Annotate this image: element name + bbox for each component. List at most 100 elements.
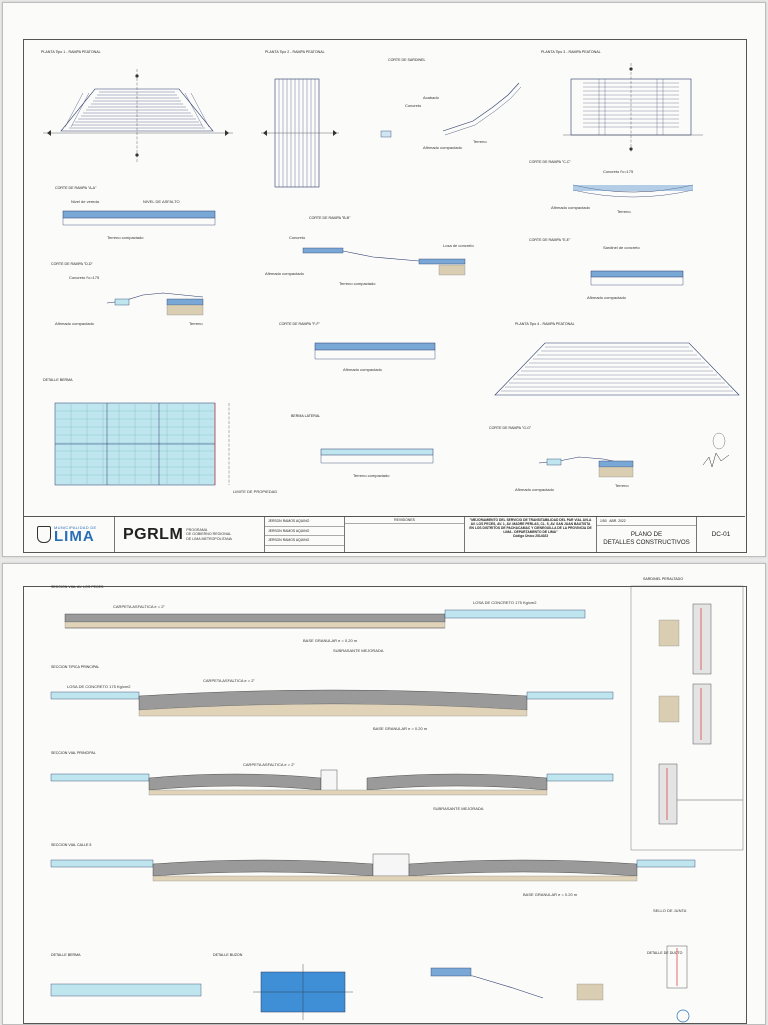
section-circ-label: DETALLE BUZON: [213, 953, 243, 957]
svg-text:Terreno compactado: Terreno compactado: [339, 281, 376, 286]
svg-text:Terreno compactado: Terreno compactado: [353, 473, 390, 478]
plan1-label: PLANTA Tipo 1 - RAMPA PEATONAL: [41, 50, 101, 54]
cut-c: CORTE DE RAMPA "C-C" Concreto f'c=175 Af…: [529, 160, 694, 214]
svg-text:Afirmado compactado: Afirmado compactado: [265, 271, 305, 276]
base-label-4: BASE GRANULAR e = 0.20 m: [523, 892, 578, 897]
sheet-frame: [23, 39, 747, 553]
svg-text:Afirmado compactado: Afirmado compactado: [551, 205, 591, 210]
municipality-small: MUNICIPALIDAD DE: [54, 525, 97, 530]
sheet-number: DC-01: [711, 531, 731, 538]
road-section-1: SECCION VIAL AV. LOS PECES CARPETA ASFAL…: [51, 585, 586, 653]
subbase-label-1: SUBRASANTE MEJORADA: [333, 648, 384, 653]
plan-meta: 1/50 ABR. 2022 PLANO DE DETALLES CONSTRU…: [597, 517, 697, 552]
concrete-label-1: LOSA DE CONCRETO 175 Kg/cm2: [473, 600, 537, 605]
revisions-header: REVISIONES: [345, 517, 464, 524]
cut-f-label: CORTE DE RAMPA "F-F": [279, 322, 321, 326]
cut-d-label: CORTE DE RAMPA "D-D": [51, 262, 93, 266]
base-label-2: BASE GRANULAR e = 0.20 m: [373, 726, 428, 731]
drawing-sheet-2: SECCION VIAL AV. LOS PECES CARPETA ASFAL…: [2, 563, 766, 1025]
limit-label: LIMITE DE PROPIEDAD: [233, 489, 277, 494]
svg-text:Afirmado compactado: Afirmado compactado: [55, 321, 95, 326]
detail-berma: DETALLE BERMA LIMITE DE PROPIEDAD: [43, 378, 277, 494]
cut-d: CORTE DE RAMPA "D-D" Concreto f'c=175 Af…: [51, 262, 203, 326]
cut-g: CORTE DE RAMPA "G-G" Afirmado compactado…: [489, 426, 730, 492]
svg-text:Terreno: Terreno: [615, 483, 629, 488]
svg-text:Concreto: Concreto: [289, 235, 306, 240]
svg-text:Afirmado compactado: Afirmado compactado: [587, 295, 627, 300]
project-description: "MEJORAMIENTO DEL SERVICIO DE TRANSITABI…: [465, 517, 597, 552]
svg-text:Afirmado compactado: Afirmado compactado: [515, 487, 555, 492]
responsibles: JERSON RAMOS AQUINO JERSON RAMOS AQUINO …: [265, 517, 345, 552]
section-3-label: SECCION VIAL PRINCIPAL: [51, 751, 96, 755]
municipality-big: LIMA: [54, 528, 95, 545]
title-block: MUNICIPALIDAD DE LIMA PGRLM PROGRAMA DE …: [23, 516, 745, 552]
svg-text:Afirmado compactado: Afirmado compactado: [343, 367, 383, 372]
asphalt-label-3: CARPETA ASFALTICA e = 2": [243, 762, 295, 767]
program-acronym: PGRLM: [123, 525, 184, 543]
cut-e: CORTE DE RAMPA "E-E" Sardinel de concret…: [529, 238, 684, 300]
svg-text:Sardinel de concreto: Sardinel de concreto: [603, 245, 640, 250]
plan4-label: PLANTA Tipo 4 - RAMPA PEATONAL: [515, 322, 575, 326]
asphalt-label-2: CARPETA ASFALTICA e = 2": [203, 678, 255, 683]
plan-tipo-3: PLANTA Tipo 3 - RAMPA PEATONAL: [541, 50, 703, 153]
plan2-label: PLANTA Tipo 2 - RAMPA PEATONAL: [265, 50, 325, 54]
concrete-label-2: LOSA DE CONCRETO 175 Kg/cm2: [67, 684, 131, 689]
svg-text:Concreto: Concreto: [405, 103, 422, 108]
cut-b-label: CORTE DE RAMPA "B-B": [309, 216, 351, 220]
berma-detail-label: DETALLE BERMA: [43, 378, 73, 382]
cut-a: CORTE DE RAMPA "A-A" Nivel de vereda NIV…: [55, 186, 216, 240]
base-label-1: BASE GRANULAR e = 0.20 m: [303, 638, 358, 643]
section-1-label: SECCION VIAL AV. LOS PECES: [51, 585, 104, 589]
section-4-label: SECCION VIAL CALLE 5: [51, 843, 91, 847]
scale-value: 1/50: [600, 519, 607, 523]
responsible-2: JERSON RAMOS AQUINO: [265, 527, 344, 536]
svg-text:NIVEL DE ASFALTO: NIVEL DE ASFALTO: [143, 199, 180, 204]
asphalt-label-1: CARPETA ASFALTICA e = 2": [113, 604, 165, 609]
revisions-table: REVISIONES: [345, 517, 465, 552]
sheet1-drawings: PLANTA Tipo 1 - RAMPA PEATONAL PLANTA Ti…: [41, 50, 740, 494]
berma-cut-label: BERMA LATERAL: [291, 414, 320, 418]
plan-tipo-4: PLANTA Tipo 4 - RAMPA PEATONAL: [494, 322, 740, 396]
svg-text:Terreno: Terreno: [617, 209, 631, 214]
responsible-3: JERSON RAMOS AQUINO: [265, 536, 344, 546]
ducto-label: DETALLE DE DUCTO: [647, 951, 683, 955]
date-value: ABR. 2022: [609, 519, 626, 523]
municipality-logo: MUNICIPALIDAD DE LIMA: [23, 517, 115, 552]
project-text: "MEJORAMIENTO DEL SERVICIO DE TRANSITABI…: [469, 518, 592, 535]
cut-b: CORTE DE RAMPA "B-B" Concreto Losa de co…: [265, 216, 474, 286]
cut-berma: BERMA LATERAL Terreno compactado: [291, 414, 434, 478]
program-line-2: DE GOBIERNO REGIONAL: [186, 532, 232, 537]
responsible-1: JERSON RAMOS AQUINO: [265, 517, 344, 527]
plan-tipo-1: PLANTA Tipo 1 - RAMPA PEATONAL: [41, 50, 233, 163]
cut-c-label: CORTE DE RAMPA "C-C": [529, 160, 571, 164]
cut-sardinel: CORTE DE SARDINEL Concreto Acabado Afirm…: [380, 58, 522, 150]
sardinel-detail: SARDINEL PERALTADO: [630, 577, 744, 851]
lima-crest-icon: [37, 526, 51, 543]
subbase-label-3: SUBRASANTE MEJORADA: [433, 806, 484, 811]
road-section-3: SECCION VIAL PRINCIPAL CARPETA ASFALTICA…: [50, 751, 614, 811]
svg-text:Concreto f'c=175: Concreto f'c=175: [69, 275, 100, 280]
sello-label: SELLO DE JUNTA: [653, 908, 687, 913]
svg-text:Losa de concreto: Losa de concreto: [443, 243, 474, 248]
bottom-details: DETALLE BERMA DETALLE BUZON DETALLE DE D…: [50, 945, 690, 1023]
plan-title-2: DETALLES CONSTRUCTIVOS: [603, 538, 690, 546]
project-code: Código Único 2514023: [512, 534, 549, 539]
cut-f: CORTE DE RAMPA "F-F" Afirmado compactado: [279, 322, 436, 372]
program-line-1: PROGRAMA: [186, 528, 208, 533]
svg-text:Nivel de vereda: Nivel de vereda: [71, 199, 100, 204]
plan3-label: PLANTA Tipo 3 - RAMPA PEATONAL: [541, 50, 601, 54]
plan-title-1: PLANO DE: [630, 531, 663, 538]
cut-a-label: CORTE DE RAMPA "A-A": [55, 186, 97, 190]
sardinel-cut-label: CORTE DE SARDINEL: [388, 58, 425, 62]
road-section-2: SECCION TIPICA PRINCIPAL LOSA DE CONCRET…: [50, 665, 614, 731]
program-line-3: DE LIMA METROPOLITANA: [186, 536, 232, 541]
svg-text:Terreno: Terreno: [189, 321, 203, 326]
sheet2-drawings: SECCION VIAL AV. LOS PECES CARPETA ASFAL…: [50, 577, 744, 1023]
berma-bottom-label: DETALLE BERMA: [51, 953, 81, 957]
cut-g-label: CORTE DE RAMPA "G-G": [489, 426, 532, 430]
drawing-sheet-1: PLANTA Tipo 1 - RAMPA PEATONAL PLANTA Ti…: [2, 2, 766, 557]
svg-text:Acabado: Acabado: [423, 95, 440, 100]
program-logo: PGRLM PROGRAMA DE GOBIERNO REGIONAL DE L…: [115, 517, 265, 552]
sardinel-label: SARDINEL PERALTADO: [643, 577, 683, 581]
svg-text:Terreno: Terreno: [473, 139, 487, 144]
